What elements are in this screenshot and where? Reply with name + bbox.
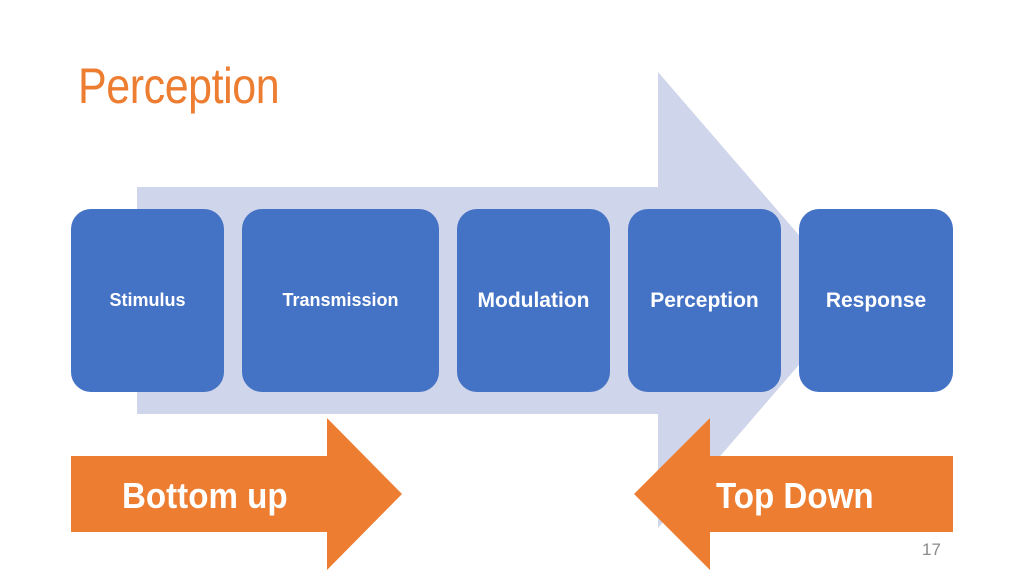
process-step-modulation: Modulation [457, 209, 610, 392]
process-step-label: Perception [650, 288, 759, 312]
bottom-up-arrow-icon [71, 418, 402, 570]
process-step-response: Response [799, 209, 953, 392]
process-step-transmission: Transmission [242, 209, 439, 392]
process-step-label: Transmission [282, 290, 399, 310]
process-step-label: Stimulus [109, 290, 186, 310]
page-number: 17 [922, 540, 941, 559]
bottom-up-label: Bottom up [122, 475, 288, 516]
process-step-stimulus: Stimulus [71, 209, 224, 392]
process-step-label: Modulation [477, 288, 590, 312]
top-down-arrow-icon [634, 418, 953, 570]
process-step-perception: Perception [628, 209, 781, 392]
top-down-label: Top Down [716, 475, 874, 516]
process-step-label: Response [825, 288, 927, 312]
slide-title: Perception [78, 58, 280, 114]
